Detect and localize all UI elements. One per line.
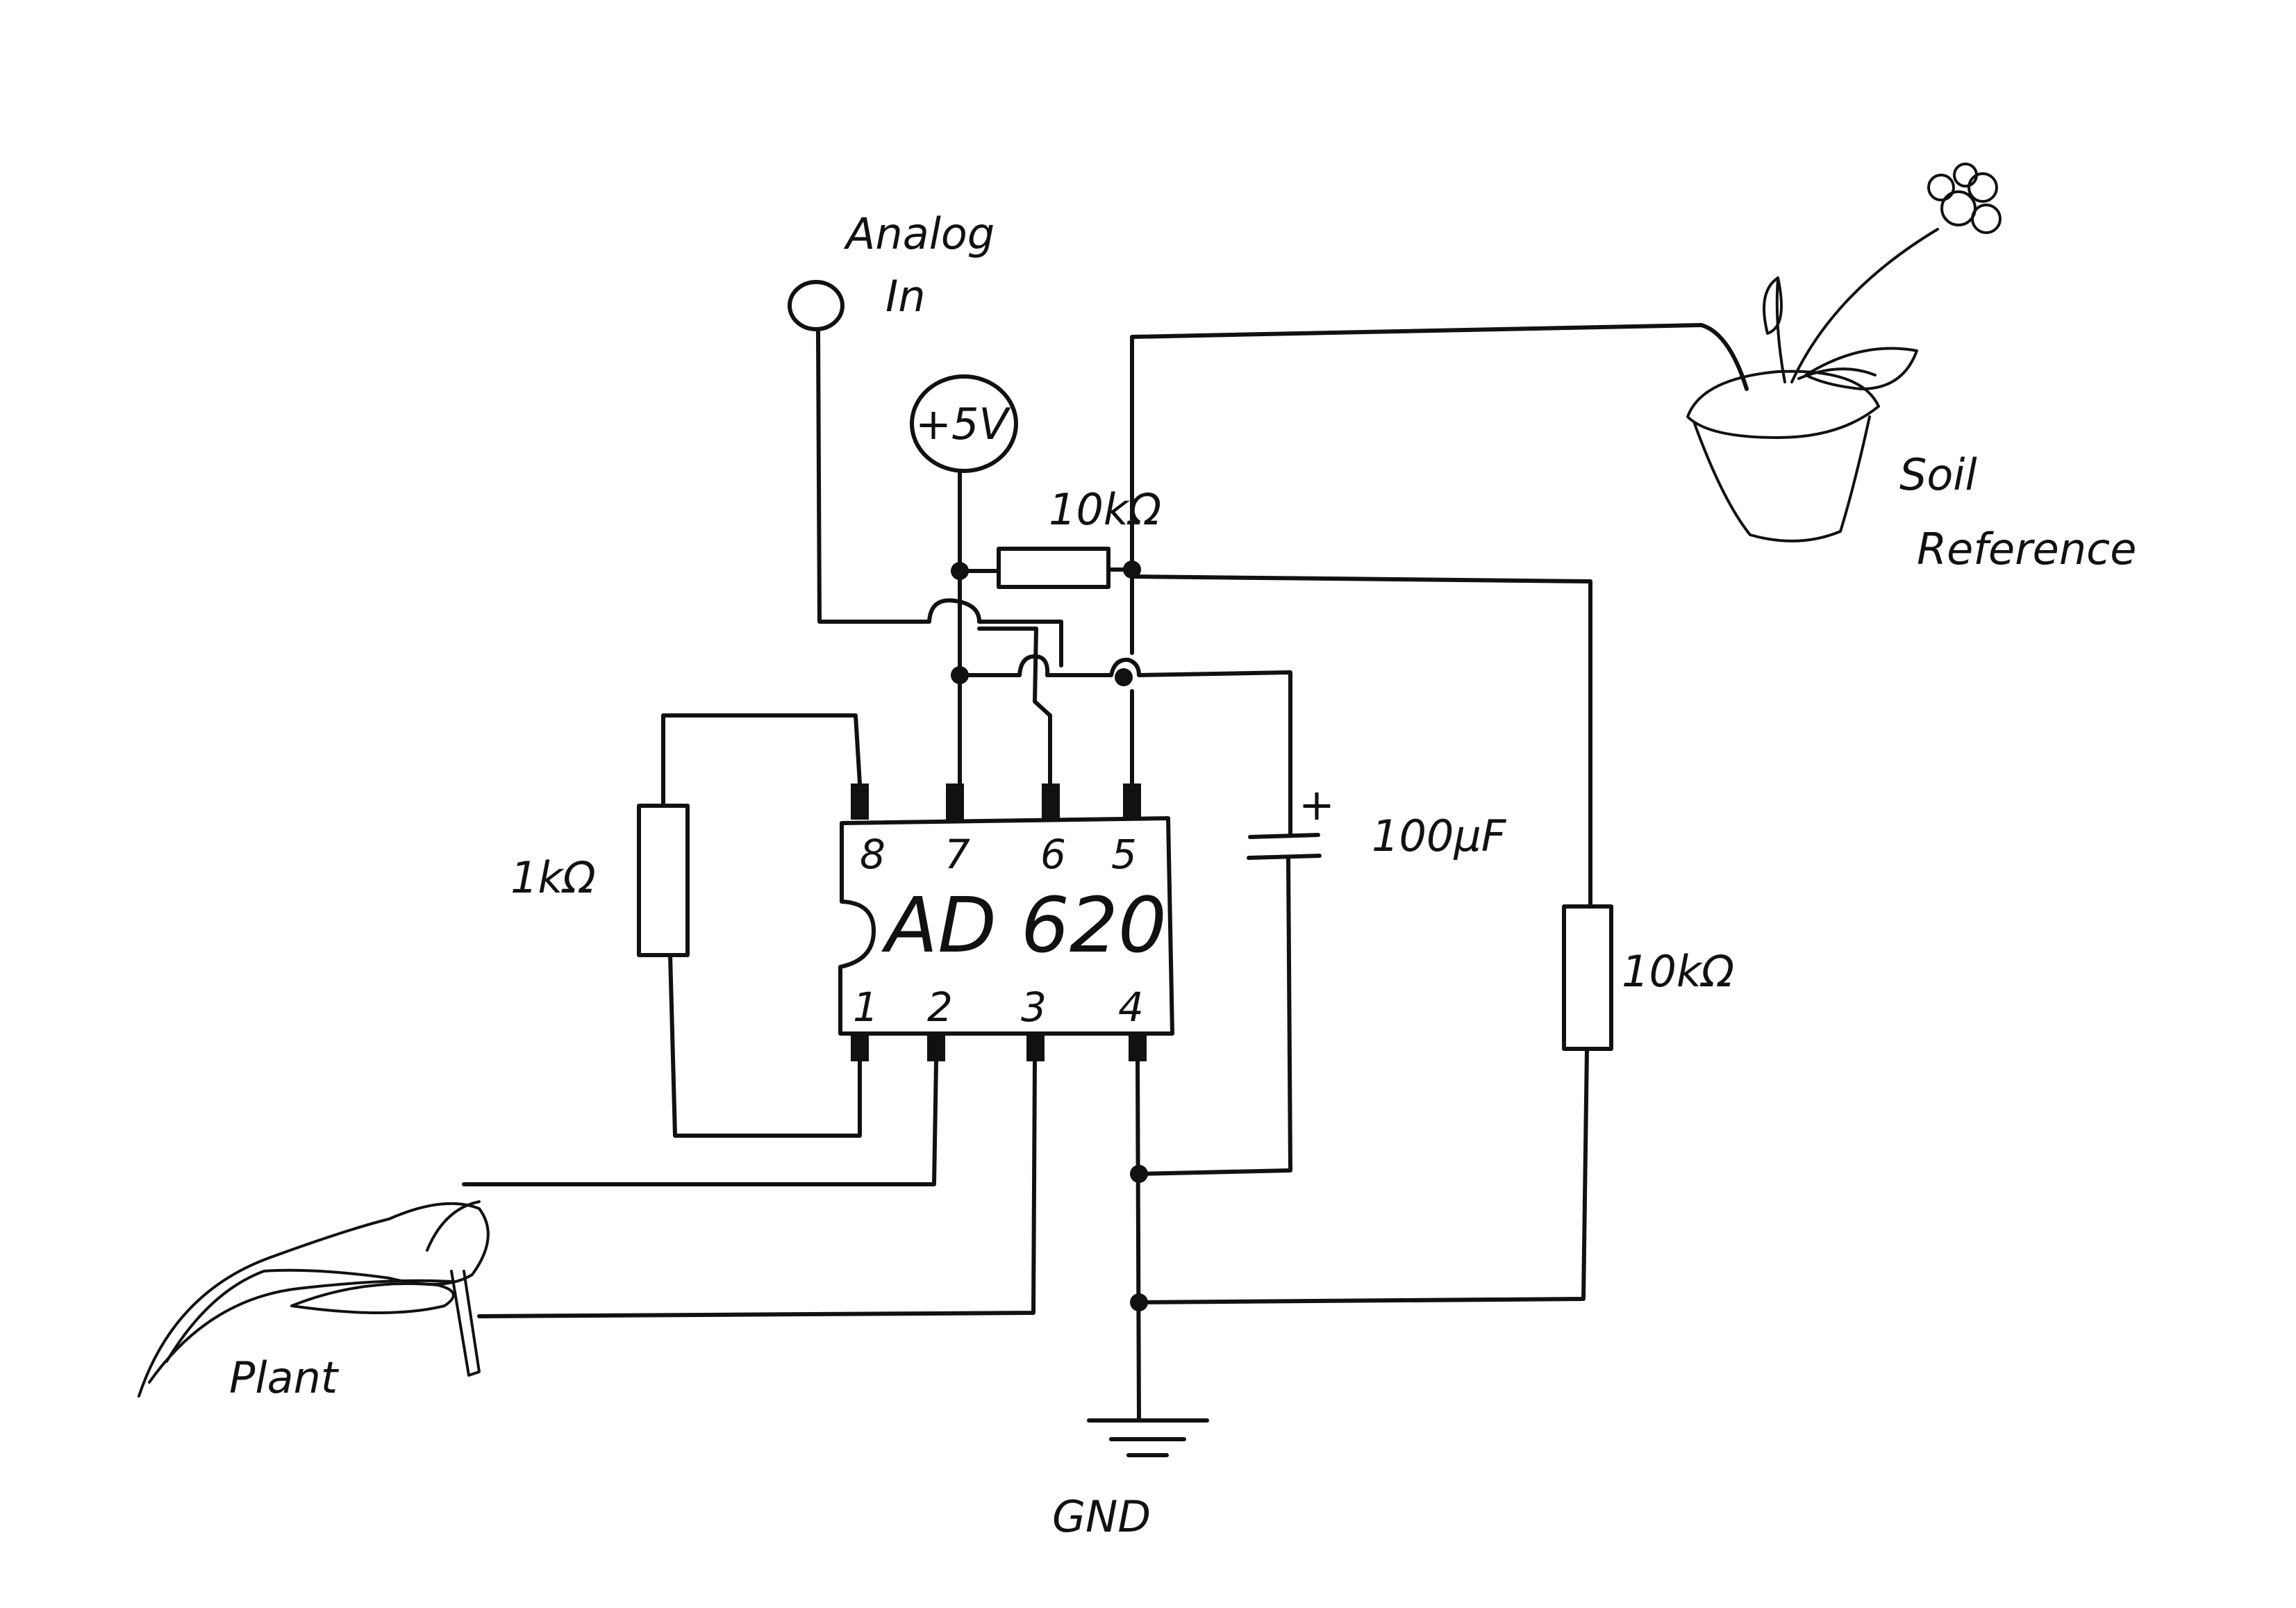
- resistor-gain: [637, 713, 862, 1138]
- resistor-top-label: 10kΩ: [1049, 484, 1161, 535]
- pin-4-label: 4: [1118, 984, 1144, 1031]
- capacitor: [1137, 804, 1322, 1176]
- pin-3-label: 3: [1021, 984, 1047, 1031]
- soil-pot-drawing: [1686, 163, 2002, 542]
- analog-in-terminal: [788, 280, 1063, 668]
- analog-in-label-2: In: [885, 271, 926, 322]
- pin-7-label: 7: [945, 831, 970, 878]
- supply-label: +5V: [915, 399, 1011, 449]
- pin-8-label: 8: [860, 831, 885, 878]
- pin-5-label: 5: [1111, 831, 1137, 878]
- soil-label-1: Soil: [1899, 449, 1977, 500]
- ad620-chip: [838, 784, 1174, 1061]
- ground-symbol: [1087, 1418, 1209, 1457]
- capacitor-label: 100μF: [1372, 811, 1507, 861]
- pin-1-label: 1: [853, 984, 879, 1031]
- ground-bus: [1130, 1059, 1148, 1423]
- supply-terminal: [910, 374, 1018, 801]
- ground-label: GND: [1052, 1491, 1151, 1542]
- pin-6-label: 6: [1040, 831, 1066, 878]
- analog-in-label-1: Analog: [843, 208, 995, 259]
- capacitor-polarity: +: [1299, 779, 1335, 830]
- junction-rail: [951, 574, 1292, 808]
- plant-drawing: [138, 1200, 490, 1398]
- resistor-right: [1137, 904, 1613, 1304]
- resistor-right-label: 10kΩ: [1622, 946, 1734, 997]
- chip-name: AD 620: [881, 881, 1167, 970]
- soil-label-2: Reference: [1917, 524, 2136, 574]
- resistor-top: [951, 547, 1141, 589]
- resistor-gain-label: 1kΩ: [510, 852, 596, 903]
- plant-label: Plant: [229, 1352, 340, 1403]
- pin-2-label: 2: [927, 984, 953, 1031]
